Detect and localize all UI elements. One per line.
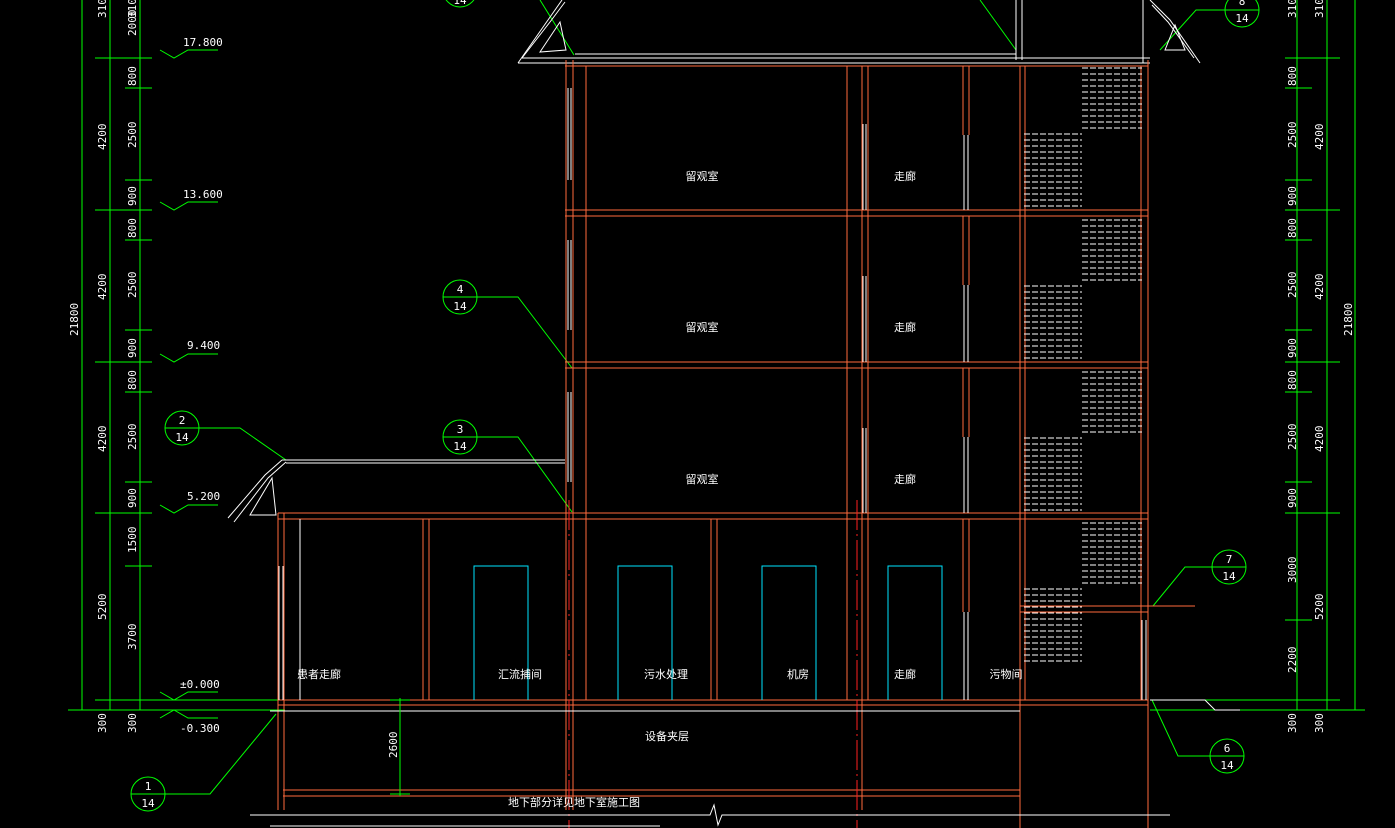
dim-right-inner-4: 2500	[1286, 424, 1299, 451]
callout-1-top: 1	[145, 780, 152, 793]
elev-13600: 13.600	[183, 188, 223, 201]
room-buffer: 汇流捕间	[498, 667, 542, 681]
dim-right-inner-9: 900	[1286, 186, 1299, 206]
dim-left-inner-5: 800	[126, 370, 139, 390]
callout-3-top: 3	[457, 423, 464, 436]
glazing	[278, 88, 1147, 700]
callout-6-top: 6	[1224, 742, 1231, 755]
left-ticks	[95, 57, 152, 567]
dim-right-inner-10: 2500	[1286, 122, 1299, 149]
basement-note: 地下部分详见地下室施工图	[508, 795, 640, 809]
room-corridor-3f: 走廊	[894, 320, 916, 334]
elev-17800: 17.800	[183, 36, 223, 49]
room-labels: 留观室 留观室 留观室 走廊 走廊 走廊 患者走廊 汇流捕间 污水处理 机房 走…	[297, 169, 1023, 809]
callouts	[130, 0, 1260, 812]
dim-left-inner-6: 900	[126, 338, 139, 358]
dim-right-inner-0: 300	[1286, 713, 1299, 733]
dim-right-outer-5: 310	[1313, 0, 1326, 18]
dim-right-inner-3: 900	[1286, 488, 1299, 508]
dim-right-inner-6: 900	[1286, 338, 1299, 358]
right-ticks	[1285, 57, 1340, 621]
callout-2-top: 2	[179, 414, 186, 427]
dim-right-inner-7: 2500	[1286, 272, 1299, 299]
callout-6-bottom: 14	[1220, 759, 1234, 772]
dim-left-inner-10: 2500	[126, 122, 139, 149]
dim-right-inner-11: 800	[1286, 66, 1299, 86]
elev-9400: 9.400	[187, 339, 220, 352]
elev-0000: ±0.000	[180, 678, 220, 691]
dim-left-outer-5: 310	[96, 0, 109, 18]
callout-7-top: 7	[1226, 553, 1233, 566]
dim-right-outer-1: 5200	[1313, 594, 1326, 621]
doors	[473, 565, 943, 700]
ground-lines	[250, 699, 1240, 827]
dim-left-outer-2: 4200	[96, 426, 109, 453]
room-observation-2f: 留观室	[686, 472, 719, 486]
elevation-marks	[159, 49, 218, 719]
room-equipment-mezzanine: 设备夹层	[645, 729, 689, 743]
elev-5200: 5.200	[187, 490, 220, 503]
dim-right-outer-4: 4200	[1313, 124, 1326, 151]
dim-right-inner-1: 2200	[1286, 647, 1299, 674]
room-corridor-4f: 走廊	[894, 169, 916, 183]
dim-left-inner-9: 900	[126, 186, 139, 206]
stair-hatch	[1023, 67, 1143, 662]
room-patient-corridor: 患者走廊	[297, 667, 341, 681]
basement-dim-2600: 2600	[387, 732, 400, 759]
elevation-labels: 17.800 13.600 9.400 5.200 ±0.000 -0.300	[180, 36, 223, 735]
center-lines	[568, 500, 858, 828]
dim-left-inner-13: 310	[126, 0, 139, 18]
left-dim-texts: 21800 300 5200 4200 4200 4200 310 300 37…	[68, 0, 139, 733]
dim-left-inner-0: 300	[126, 713, 139, 733]
callout-2-bottom: 14	[175, 431, 189, 444]
callout-7-bottom: 14	[1222, 570, 1236, 583]
dim-left-outer-3: 4200	[96, 274, 109, 301]
basement-dimension	[390, 698, 410, 796]
dim-left-inner-12: 2000	[126, 10, 139, 37]
callout-top-bottom: 14	[453, 0, 467, 7]
dim-right-inner-8: 800	[1286, 218, 1299, 238]
dim-left-inner-8: 800	[126, 218, 139, 238]
room-dirt: 污物间	[990, 667, 1023, 681]
dim-left-inner-4: 2500	[126, 424, 139, 451]
dim-left-inner-7: 2500	[126, 272, 139, 299]
callout-1-bottom: 14	[141, 797, 155, 810]
room-sewage: 污水处理	[644, 668, 688, 681]
dim-total-right: 21800	[1342, 303, 1355, 336]
left-dimension-chain	[68, 0, 1365, 711]
callout-8-top: 8	[1239, 0, 1246, 8]
callout-4-top: 4	[457, 283, 464, 296]
dim-left-inner-2: 1500	[126, 527, 139, 554]
dim-left-outer-4: 4200	[96, 124, 109, 151]
dim-left-inner-1: 3700	[126, 624, 139, 651]
room-machine: 机房	[787, 667, 809, 681]
dim-total-left: 21800	[68, 303, 81, 336]
dim-right-outer-2: 4200	[1313, 426, 1326, 453]
callout-4-bottom: 14	[453, 300, 467, 313]
room-observation-4f: 留观室	[686, 169, 719, 183]
callout-8-bottom: 14	[1235, 12, 1249, 25]
dim-right-outer-3: 4200	[1313, 274, 1326, 301]
dim-right-inner-2: 3000	[1286, 557, 1299, 584]
dim-left-outer-0: 300	[96, 713, 109, 733]
dim-right-outer-0: 300	[1313, 713, 1326, 733]
dim-right-inner-12: 310	[1286, 0, 1299, 18]
dim-right-inner-5: 800	[1286, 370, 1299, 390]
elev-minus-0300: -0.300	[180, 722, 220, 735]
dim-left-inner-3: 900	[126, 488, 139, 508]
dim-left-outer-1: 5200	[96, 594, 109, 621]
dim-left-inner-11: 800	[126, 66, 139, 86]
roofs	[227, 0, 1201, 523]
room-corridor-2f: 走廊	[894, 472, 916, 486]
right-dim-texts: 21800 300 5200 4200 4200 4200 310 300 22…	[1286, 0, 1355, 733]
room-corridor-1f: 走廊	[894, 667, 916, 681]
callout-labels: 1 14 2 14 3 14 4 14 6 14 7 14 8 14 14	[141, 0, 1249, 810]
callout-3-bottom: 14	[453, 440, 467, 453]
room-observation-3f: 留观室	[686, 320, 719, 334]
walls-and-columns	[277, 60, 1149, 828]
